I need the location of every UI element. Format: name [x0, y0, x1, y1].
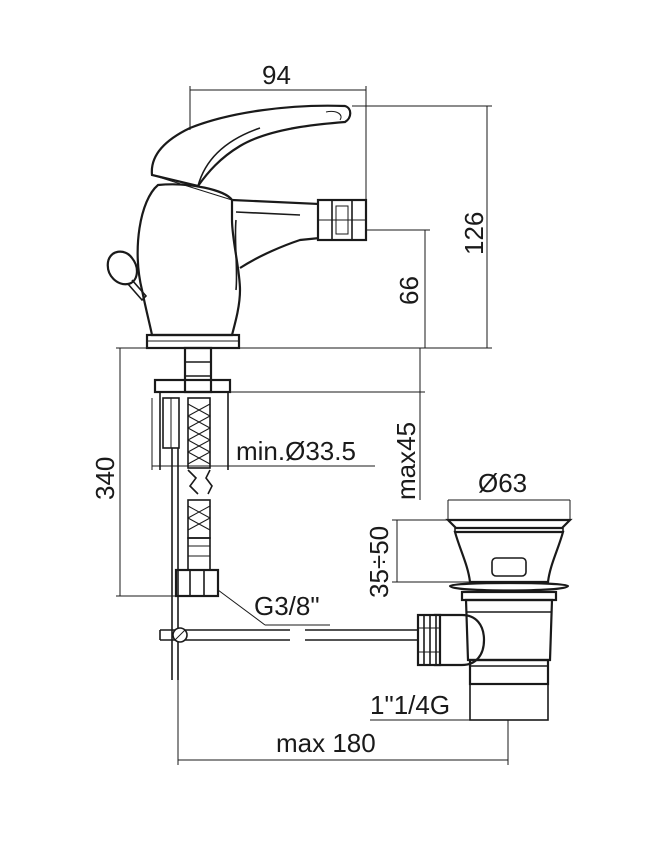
- dim-thread-hose: G3/8": [254, 591, 320, 621]
- dim-hose-length: 340: [90, 457, 120, 500]
- dim-overall-height: 126: [459, 212, 489, 255]
- dim-hole-min: min.Ø33.5: [236, 436, 356, 466]
- dim-deck-max: max45: [391, 422, 421, 500]
- pop-up-knob: [106, 250, 148, 302]
- mounting-shank: [153, 346, 232, 470]
- linkage-rod: [159, 605, 420, 680]
- dim-spout-height: 66: [394, 276, 424, 305]
- dim-thread-waste: 1"1/4G: [370, 690, 450, 720]
- flexible-hose: [171, 397, 220, 605]
- dim-waste-diameter: Ø63: [478, 468, 527, 498]
- waste-fitting: [416, 518, 573, 721]
- dim-rod-max: max 180: [276, 728, 376, 758]
- spout: [231, 198, 368, 269]
- dimension-lines: [116, 86, 571, 765]
- dim-top-width: 94: [262, 60, 291, 90]
- mixer-body: [136, 183, 242, 350]
- lever-handle: [150, 104, 352, 201]
- dim-waste-range: 35÷50: [364, 526, 394, 598]
